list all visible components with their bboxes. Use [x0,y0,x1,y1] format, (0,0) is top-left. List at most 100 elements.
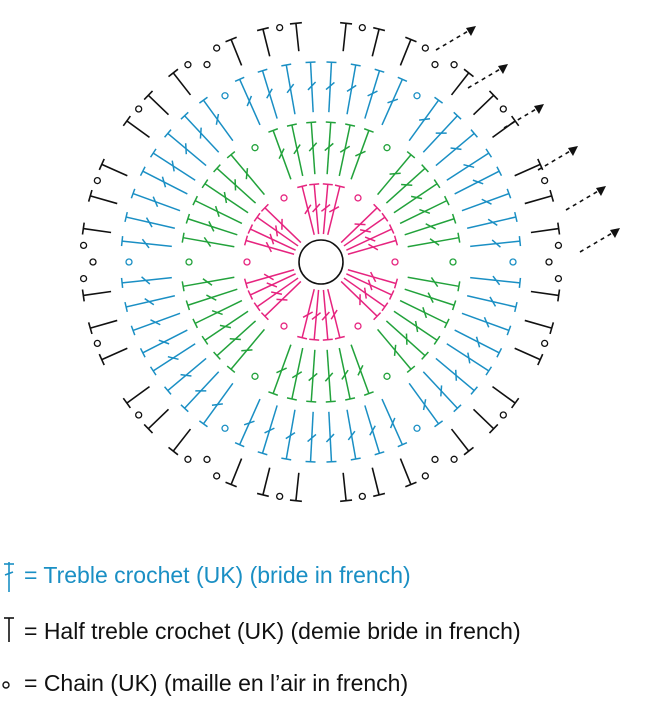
half-treble-stitch [144,409,168,433]
legend-chain: = Chain (UK) (maille en l’air in french) [0,666,651,702]
treble-stitch [214,165,256,204]
treble-stitch [325,350,335,402]
chain-stitch [451,456,457,462]
half-treble-stitch [226,459,242,487]
half-treble-stitch [452,429,474,455]
half-treble-stitch [290,23,302,51]
chain-stitch [414,425,420,431]
round-3-blue-stitches [122,62,521,462]
half-treble-stitch [340,23,352,51]
treble-stitch [365,69,384,118]
chain-stitch [185,62,191,68]
crochet-hexagon-diagram [0,0,651,520]
chain-stitch [81,242,87,248]
treble-stitch [199,383,232,426]
treble-stitch [347,64,361,114]
treble-stitch [351,129,373,180]
half-treble-stitch [515,348,543,365]
treble-stitch [287,124,303,176]
treble-stitch [306,350,317,402]
treble-stitch [467,212,517,228]
chain-stitch [422,473,428,479]
half-treble-stitch [99,159,127,176]
treble-stitch [122,277,172,288]
treble-crochet-icon [0,558,24,594]
treble-stitch [409,97,442,140]
treble-stitch [328,185,345,235]
chain-stitch [214,45,220,51]
chain-stitch [277,25,283,31]
chain-stitch [500,412,506,418]
treble-stitch [165,358,207,394]
chain-stitch [252,373,258,379]
treble-stitch [281,64,295,114]
half-treble-stitch [452,69,474,95]
treble-stitch [326,412,336,462]
treble-stitch [151,149,196,180]
legend-half-treble-label: = Half treble crochet (UK) (demie bride … [24,620,521,643]
round-4-black-stitches [81,23,562,502]
treble-stitch [470,236,520,247]
half-treble-stitch [400,459,416,487]
treble-stitch [365,405,384,454]
legend-treble-crochet: = Treble crochet (UK) (bride in french) [0,558,651,594]
treble-stitch [306,412,316,462]
treble-stitch [258,69,277,118]
direction-arrow [566,186,606,210]
treble-stitch [182,277,234,291]
chain-stitch [414,93,420,99]
chain-stitch [555,242,561,248]
treble-stitch [131,313,180,335]
treble-stitch [306,122,316,174]
treble-stitch [322,290,333,340]
treble-stitch [447,149,492,180]
treble-stitch [462,313,511,335]
chain-stitch [432,456,438,462]
magic-ring-center [299,240,343,284]
treble-stitch [347,410,361,460]
half-treble-stitch [400,37,416,65]
treble-stitch [447,344,492,375]
treble-stitch [470,276,520,288]
treble-stitch [436,358,478,394]
chain-stitch [90,259,96,265]
direction-arrows [436,26,620,252]
treble-stitch [193,196,242,223]
round-1-pink-stitches [244,184,398,340]
treble-stitch [227,152,264,195]
half-treble-stitch [226,37,242,65]
chain-stitch [542,178,548,184]
chain-stitch [244,259,250,265]
treble-stitch [462,189,511,211]
chain-stitch [185,456,191,462]
treble-stitch [227,329,264,372]
half-treble-stitch [515,159,543,176]
chain-stitch [384,373,390,379]
half-treble-stitch [531,289,560,301]
treble-stitch [378,329,415,372]
treble-stitch [193,301,242,328]
chain-stitch [222,425,228,431]
treble-stitch [151,344,196,375]
chain-stitch [542,340,548,346]
half-treble-stitch [531,223,560,235]
treble-stitch [339,124,355,176]
chain-stitch [422,45,428,51]
chain-stitch [500,106,506,112]
half-treble-stitch [290,473,302,501]
treble-stitch [165,130,207,166]
chain-stitch [94,178,100,184]
chain-stitch [136,412,142,418]
treble-stitch [382,77,407,125]
treble-stitch [400,301,449,328]
half-treble-stitch [123,116,149,137]
chain-stitch [126,259,132,265]
half-treble-stitch [89,190,118,203]
half-treble-stitch [474,409,498,433]
half-treble-stitch [123,387,149,408]
chain-stitch [281,195,287,201]
chain-stitch [555,276,561,282]
treble-stitch [378,152,415,195]
chain-stitch [355,323,361,329]
chain-stitch [451,62,457,68]
